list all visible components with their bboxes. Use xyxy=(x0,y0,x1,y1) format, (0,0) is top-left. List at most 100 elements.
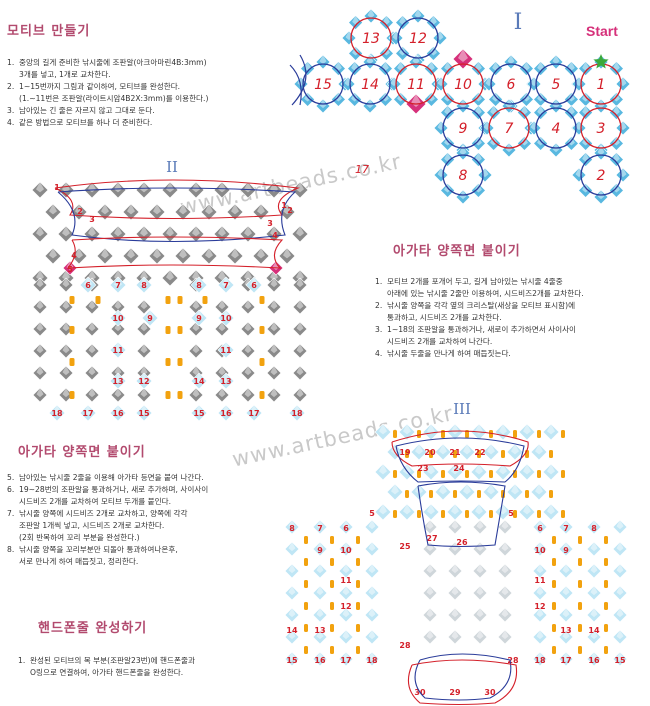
bead-highlight xyxy=(114,226,122,237)
bead-highlight xyxy=(127,204,135,215)
crystal-bead xyxy=(446,463,464,481)
crystal-bead xyxy=(472,519,488,535)
seed-bead xyxy=(304,602,308,610)
crystal-bead xyxy=(432,30,448,46)
bead-highlight xyxy=(296,182,304,193)
bead-highlight xyxy=(368,586,376,596)
bead-number: 12 xyxy=(534,602,545,611)
bead-number: 16 xyxy=(112,409,124,418)
bead-highlight xyxy=(62,278,70,288)
bead-highlight xyxy=(140,322,148,332)
crystal-bead xyxy=(79,276,97,294)
bead-highlight xyxy=(487,444,495,455)
bead-highlight xyxy=(316,630,324,640)
thread-line xyxy=(407,659,518,706)
bead-number: 15 xyxy=(193,409,205,418)
bead-highlight xyxy=(250,277,258,288)
gray-crystal xyxy=(266,387,282,403)
gray-crystal xyxy=(240,387,256,403)
start-label: Start xyxy=(586,23,618,39)
crystal-bead xyxy=(563,105,579,121)
crystal-bead xyxy=(338,541,354,557)
seed-bead xyxy=(330,558,334,566)
thread-line xyxy=(66,236,284,269)
bead-highlight xyxy=(270,182,278,193)
bead-highlight xyxy=(536,520,544,530)
bead-highlight xyxy=(368,652,376,662)
crystal-bead xyxy=(398,423,416,441)
bead-highlight xyxy=(140,277,148,288)
bead-highlight xyxy=(195,310,203,321)
bead-highlight xyxy=(451,564,459,574)
crystal-bead xyxy=(348,15,364,31)
bead-number: 12 xyxy=(340,602,351,611)
crystal-bead xyxy=(458,443,476,461)
thread-loop xyxy=(442,63,484,105)
crystal-bead xyxy=(440,152,456,168)
seed-bead xyxy=(561,470,565,478)
gray-crystal xyxy=(266,277,282,293)
bead-number: 10 xyxy=(112,314,124,323)
thread-loop xyxy=(535,63,577,105)
bead-highlight xyxy=(270,278,278,288)
seed-bead xyxy=(356,646,360,654)
bead-highlight xyxy=(140,388,148,398)
seed-bead xyxy=(489,430,493,438)
crystal-bead xyxy=(447,629,463,645)
section2-step-line: 통과하고, 시드비즈 2개를 교차한다. xyxy=(375,312,650,324)
bead-highlight xyxy=(476,520,484,530)
seed-bead xyxy=(69,326,75,334)
step-number: 4. xyxy=(7,118,15,127)
bead-number: 2 xyxy=(287,206,293,215)
seed-bead xyxy=(441,510,445,518)
seed-bead xyxy=(578,646,582,654)
section1-step-line: 4.같은 방법으로 모티브를 하나 더 준비한다. xyxy=(7,117,287,129)
gray-crystal xyxy=(292,277,308,293)
bead-highlight xyxy=(426,564,434,574)
crystal-bead xyxy=(109,341,127,359)
bead-highlight xyxy=(53,405,61,416)
bead-highlight xyxy=(562,564,570,574)
seed-bead xyxy=(330,646,334,654)
step-text: 남아있는 낚시줄 2줄을 이용해 아가타 등면을 붙여 나간다. xyxy=(19,473,204,482)
seed-bead xyxy=(405,450,409,458)
crystal-bead xyxy=(433,120,449,136)
gray-crystal xyxy=(135,181,153,199)
crystal-bead xyxy=(608,182,624,198)
crystal-bead xyxy=(472,629,488,645)
crystal-bead xyxy=(516,135,532,151)
bead-highlight xyxy=(426,608,434,618)
crystal-bead xyxy=(516,105,532,121)
bead-number: 6 xyxy=(85,281,91,290)
crystal-bead xyxy=(377,91,393,107)
section1-step-line: (1.~11번은 조판알(라이트시암4B2X:3mm)를 이용한다.) xyxy=(7,93,287,105)
seed-bead xyxy=(177,296,183,304)
seed-bead xyxy=(165,358,171,366)
crystal-bead xyxy=(393,91,409,107)
thread-loop xyxy=(442,107,484,149)
crystal-bead xyxy=(497,585,513,601)
bead-number: 7 xyxy=(317,524,323,533)
bead-number: 28 xyxy=(507,656,519,665)
bead-highlight xyxy=(218,226,226,237)
bead-highlight xyxy=(114,342,122,353)
bead-highlight xyxy=(114,277,122,288)
bead-highlight xyxy=(415,444,423,455)
crystal-bead xyxy=(217,276,235,294)
bead-highlight xyxy=(270,226,278,237)
crystal-bead xyxy=(217,341,235,359)
crystal-bead xyxy=(558,519,574,535)
gray-crystal xyxy=(200,247,218,265)
bead-highlight xyxy=(270,322,278,332)
bead-highlight xyxy=(381,61,389,71)
crystal-bead xyxy=(312,519,328,535)
bead-number: 8 xyxy=(289,524,295,533)
thread-loop xyxy=(580,107,622,149)
section4-step-line: 1.완성된 모티브의 목 부분(조판알23번)에 핸드폰줄과 xyxy=(18,655,278,667)
seed-bead xyxy=(578,536,582,544)
gray-crystal xyxy=(44,203,62,221)
bead-highlight xyxy=(257,204,265,215)
seed-bead xyxy=(69,358,75,366)
step-text: 통과하고, 시드비즈 2개를 교차한다. xyxy=(387,313,502,322)
